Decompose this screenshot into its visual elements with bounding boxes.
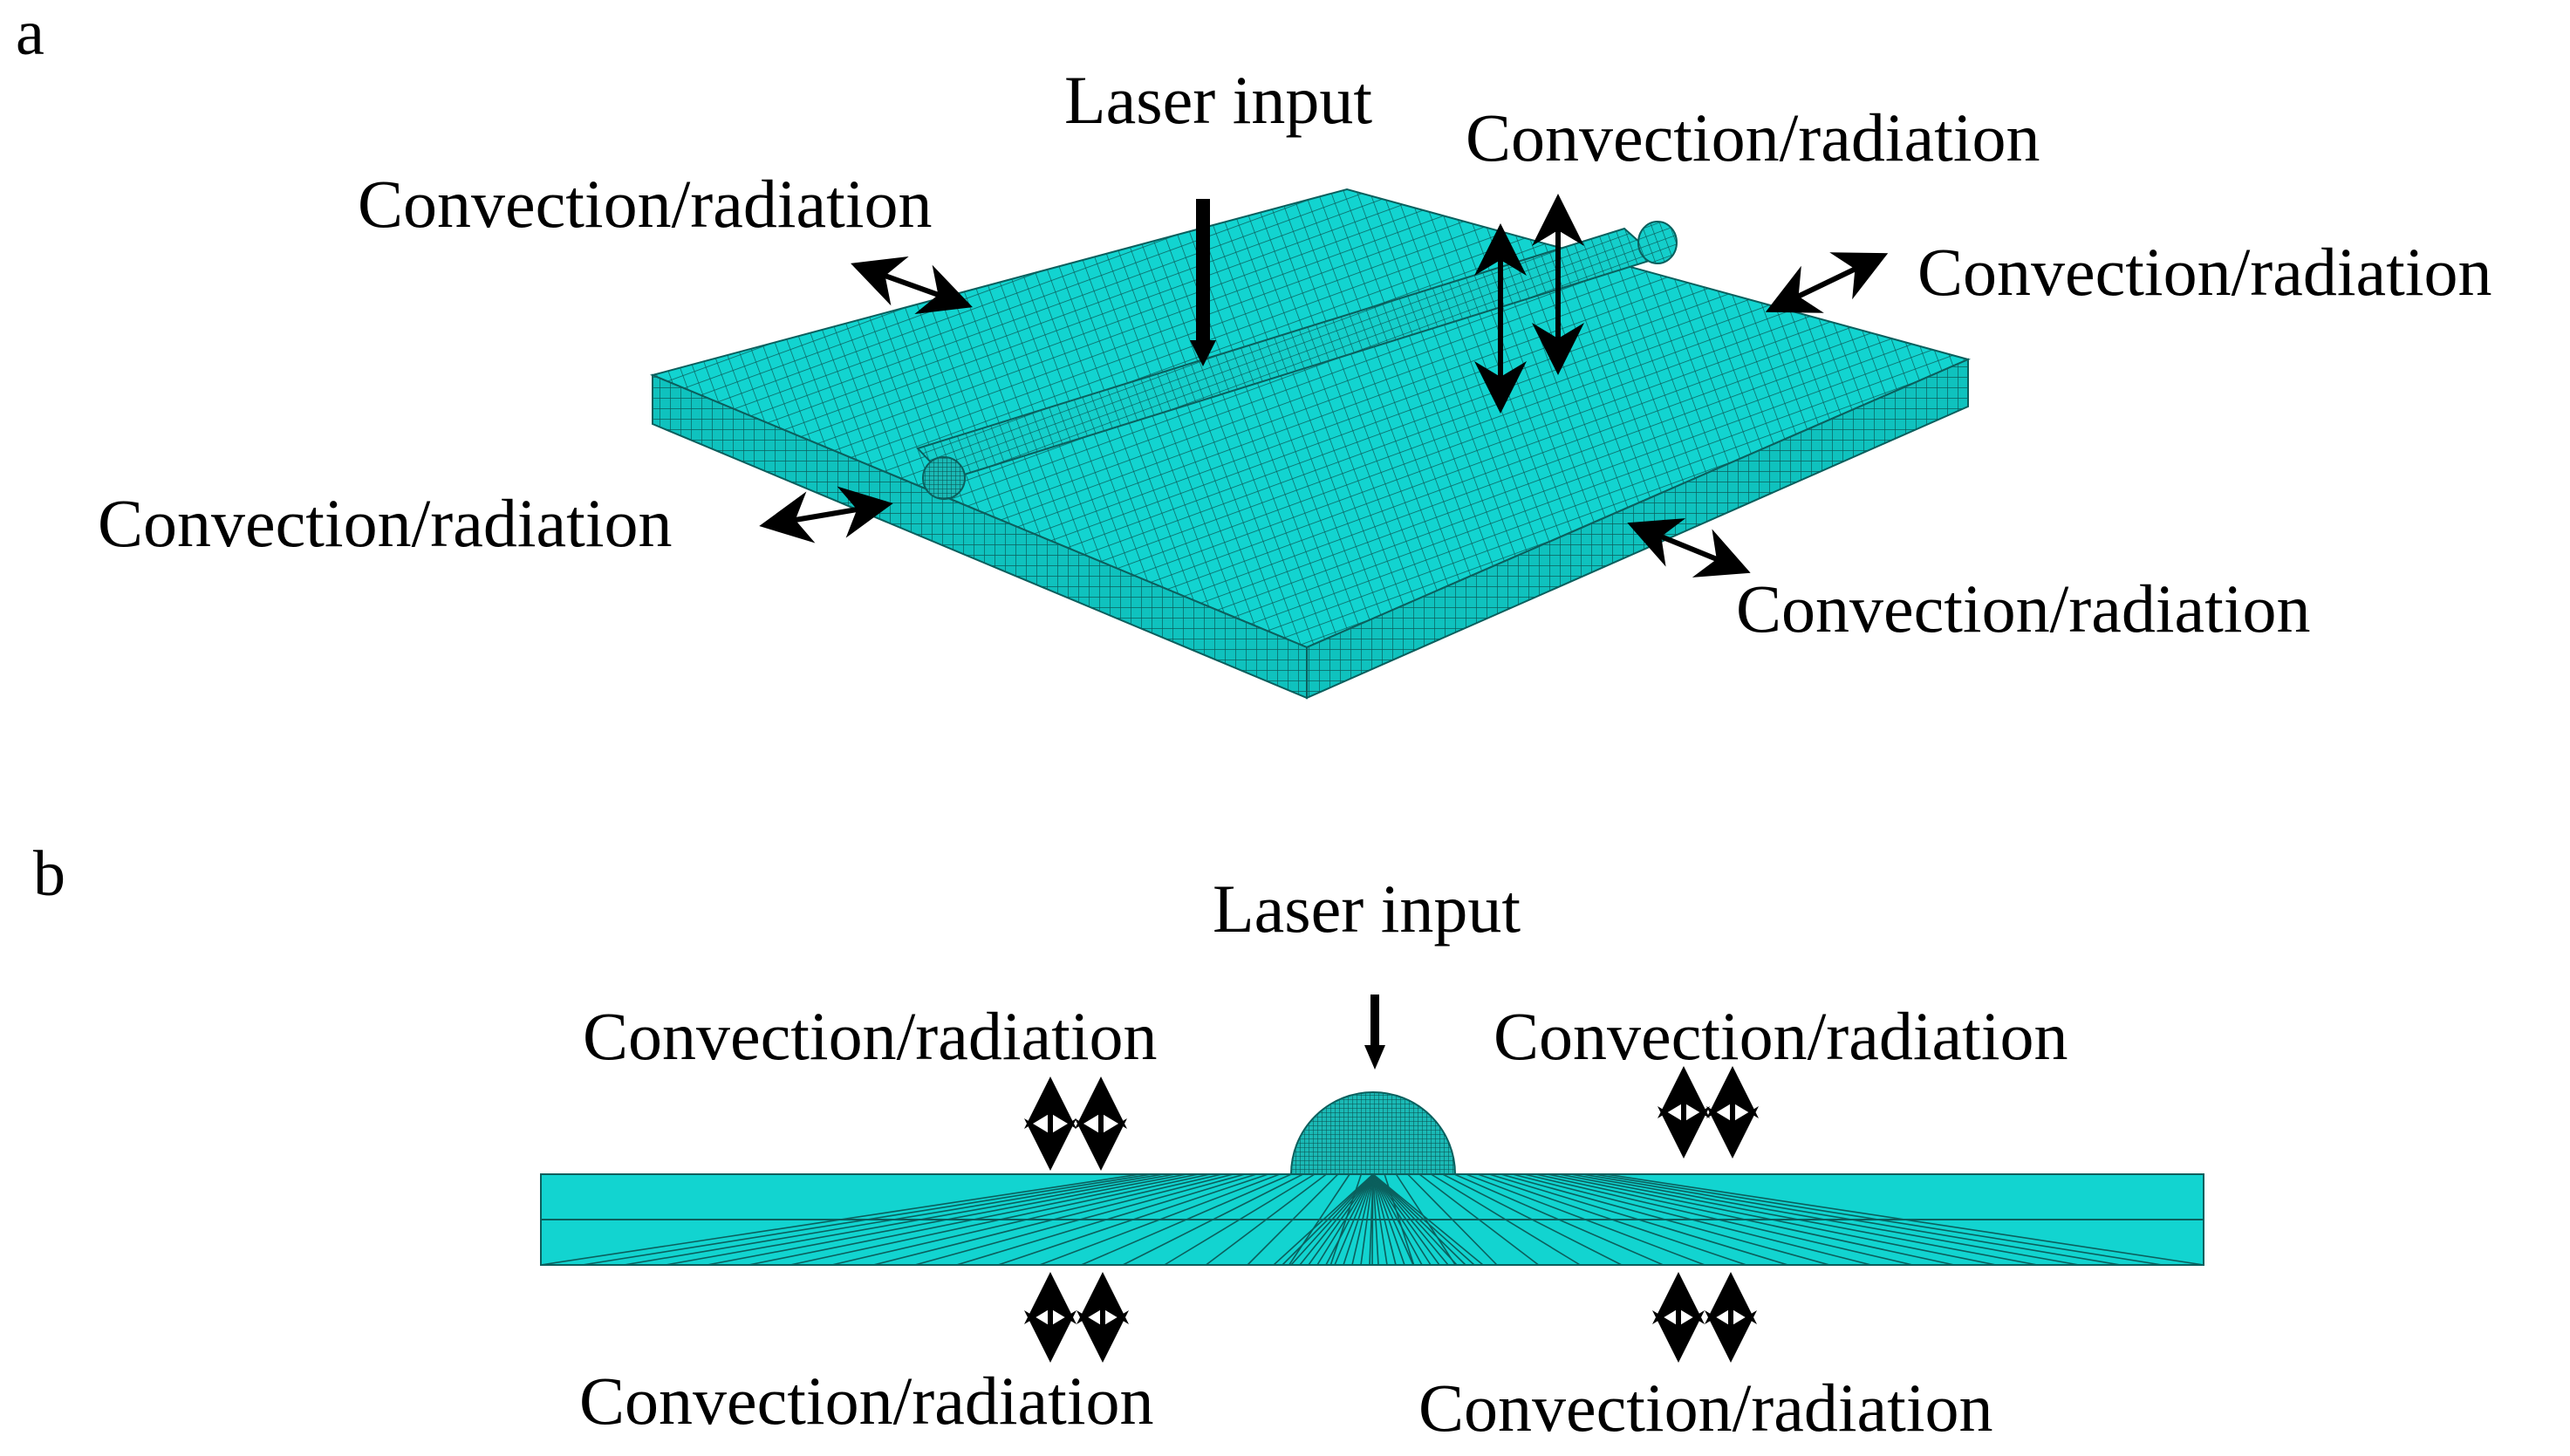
mesh-line	[1039, 1173, 1281, 1266]
mesh-line	[1334, 1173, 1374, 1266]
panel-b-letter: b	[33, 838, 65, 910]
mesh-line	[1372, 1173, 1466, 1266]
mesh-line	[1308, 1173, 1374, 1266]
mesh-line	[1395, 1173, 1456, 1266]
mesh-line	[873, 1173, 1234, 1266]
mesh-line	[1164, 1173, 1316, 1266]
mesh-line	[1316, 1173, 1374, 1266]
mesh-line	[1582, 1173, 2121, 1266]
mesh-line	[1369, 1173, 1374, 1266]
laser-arrow-a	[1190, 199, 1216, 366]
mesh-line	[1372, 1173, 1475, 1266]
mesh-line	[1500, 1173, 1830, 1266]
mesh-line	[1299, 1173, 1374, 1266]
mesh-line	[1205, 1173, 1327, 1266]
mesh-line	[707, 1173, 1187, 1266]
mesh-line	[1372, 1173, 1484, 1266]
plate-cross-section-mesh	[540, 1091, 2204, 1266]
mesh-line	[789, 1173, 1211, 1266]
mesh-line	[1535, 1173, 1955, 1266]
double-arrow-icon	[1765, 252, 1889, 313]
mesh-line	[1372, 1173, 1388, 1266]
mesh-line	[1477, 1173, 1747, 1266]
mesh-line	[665, 1173, 1176, 1266]
mesh-line	[1288, 1173, 1350, 1266]
mesh-line	[1418, 1173, 1540, 1266]
double-arrow-icon	[1627, 518, 1751, 578]
mesh-line	[1360, 1173, 1374, 1266]
double-arrow-icon	[759, 486, 893, 543]
mesh-line	[1372, 1173, 1397, 1266]
mesh-line	[1372, 1173, 1432, 1266]
mesh-line	[1372, 1173, 1423, 1266]
convection-label-right: Convection/radiation	[1917, 234, 2492, 310]
convection-label-lower-left: Convection/radiation	[579, 1363, 1154, 1439]
mesh-line	[1351, 1173, 1374, 1266]
mesh-line	[1372, 1173, 1414, 1266]
mesh-line	[1431, 1173, 1581, 1266]
convection-label-left: Convection/radiation	[98, 485, 673, 561]
panel-b: b Laser input Convection/radiation Conve…	[33, 838, 2204, 1446]
mesh-line	[748, 1173, 1199, 1266]
mesh-fan-lines	[540, 1173, 2204, 1266]
mesh-line	[1343, 1173, 1374, 1266]
laser-input-label-a: Laser input	[1064, 62, 1372, 138]
mesh-line	[1605, 1173, 2204, 1266]
double-arrow-icon	[851, 256, 973, 315]
mesh-line	[831, 1173, 1222, 1266]
mesh-line	[1372, 1173, 1440, 1266]
weld-bead-cross-section	[922, 456, 966, 500]
mesh-line	[1559, 1173, 2038, 1266]
weld-bead-section	[1289, 1091, 1457, 1175]
mesh-line	[1442, 1173, 1623, 1266]
mesh-line	[1372, 1173, 1449, 1266]
mesh-line	[624, 1173, 1164, 1266]
mesh-line	[1247, 1173, 1339, 1266]
mesh-line	[1372, 1173, 1379, 1266]
mesh-line	[1594, 1173, 2163, 1266]
laser-arrow-b	[1364, 995, 1385, 1070]
mesh-line	[1372, 1173, 1458, 1266]
convection-label-upper-left: Convection/radiation	[583, 998, 1158, 1074]
mesh-line	[1547, 1173, 1996, 1266]
convection-label-top-left: Convection/radiation	[358, 166, 933, 242]
mesh-line	[1523, 1173, 1913, 1266]
laser-input-label-b: Laser input	[1213, 871, 1521, 947]
convection-label-top-right: Convection/radiation	[1466, 99, 2040, 175]
mesh-line	[1273, 1173, 1374, 1266]
mesh-line	[582, 1173, 1152, 1266]
panel-a-letter: a	[16, 0, 44, 69]
convection-label-upper-right: Convection/radiation	[1493, 998, 2068, 1074]
double-arrow-icons-b	[1024, 1066, 1759, 1363]
mesh-line	[1282, 1173, 1374, 1266]
mesh-line	[1372, 1173, 1405, 1266]
mesh-line	[1081, 1173, 1292, 1266]
mesh-line	[1122, 1173, 1304, 1266]
mesh-line	[1290, 1173, 1374, 1266]
mesh-line	[1488, 1173, 1788, 1266]
mesh-line	[1407, 1173, 1498, 1266]
mesh-line	[1570, 1173, 2080, 1266]
weld-bead-end-cap	[1637, 221, 1678, 264]
mesh-line	[997, 1173, 1268, 1266]
mesh-line	[914, 1173, 1246, 1266]
mesh-line	[540, 1173, 1140, 1266]
convection-label-lower-right: Convection/radiation	[1418, 1370, 1993, 1446]
mesh-line	[1453, 1173, 1664, 1266]
mesh-line	[1466, 1173, 1705, 1266]
convection-label-bottom-right: Convection/radiation	[1736, 571, 2311, 646]
mesh-line	[1325, 1173, 1374, 1266]
mesh-line	[956, 1173, 1257, 1266]
panel-a: a Laser input Convection/radiation Conve…	[16, 0, 2492, 700]
mesh-line	[1512, 1173, 1871, 1266]
